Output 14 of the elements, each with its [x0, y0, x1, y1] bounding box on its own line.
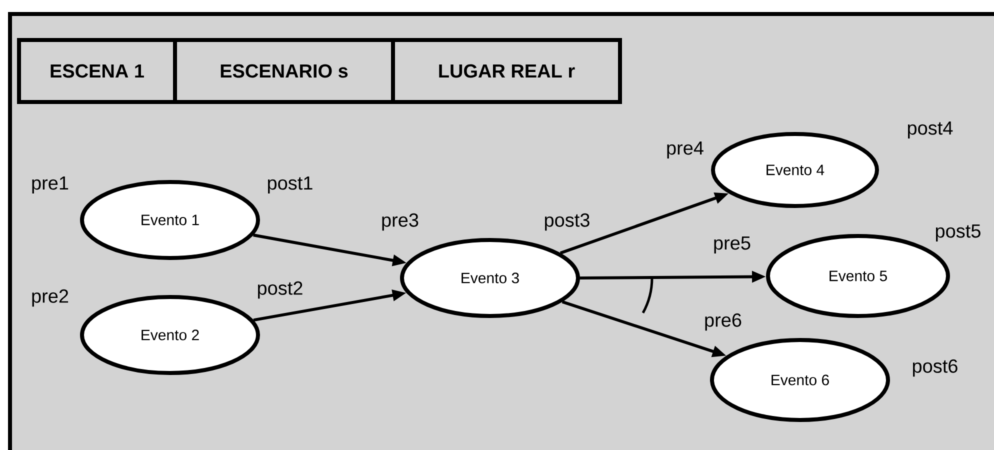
- condition-label: post4: [908, 122, 953, 138]
- condition-label: pre5: [714, 236, 750, 254]
- condition-label: post1: [268, 176, 312, 194]
- header-cell: ESCENARIO s: [173, 38, 395, 104]
- header-cell: ESCENA 1: [17, 38, 177, 104]
- header-cell: LUGAR REAL r: [391, 38, 622, 104]
- condition-label: post6: [912, 359, 958, 377]
- condition-label: pre2: [32, 289, 68, 307]
- condition-label: pre6: [705, 313, 742, 331]
- condition-label: pre1: [32, 176, 68, 194]
- condition-label: pre4: [667, 142, 704, 158]
- condition-label: post3: [544, 213, 590, 231]
- condition-label: pre3: [382, 213, 418, 231]
- condition-label: post2: [258, 281, 302, 299]
